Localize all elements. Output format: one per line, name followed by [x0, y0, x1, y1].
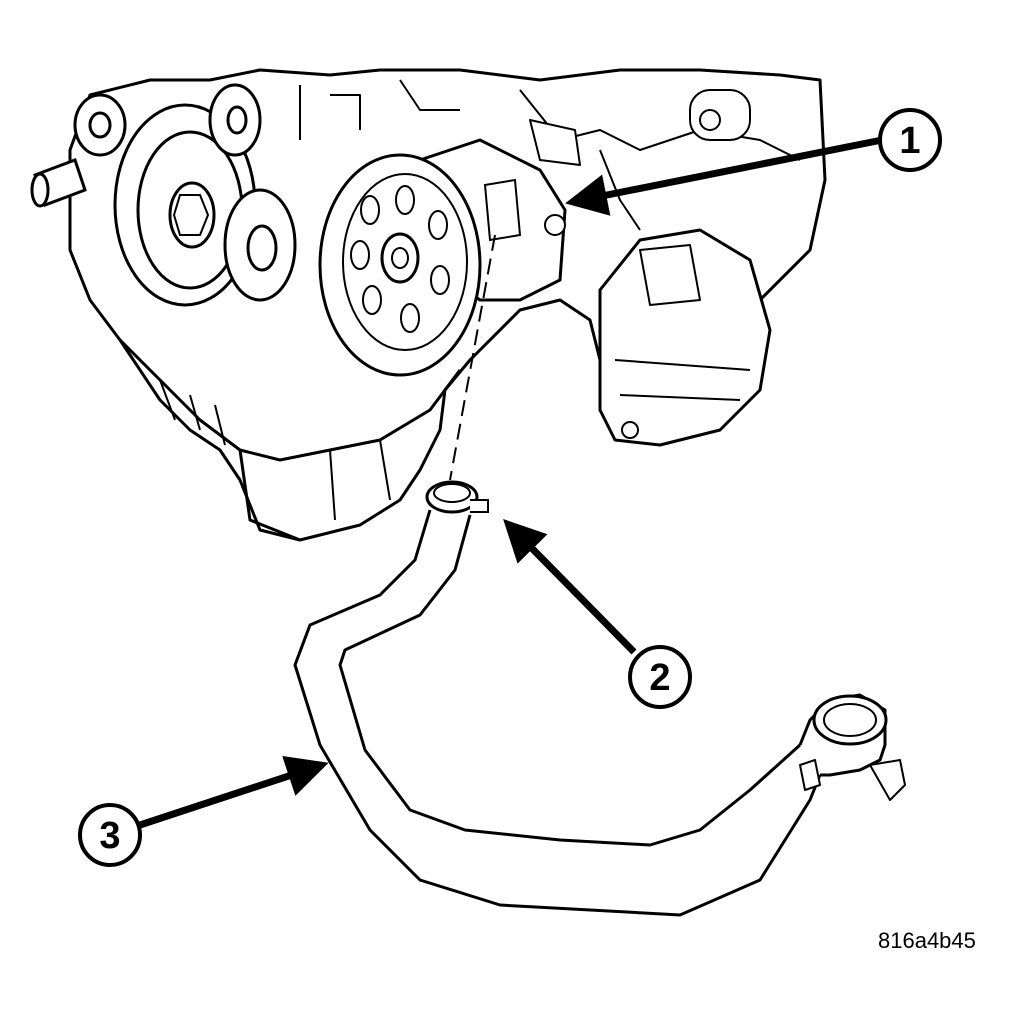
callout-circle-2	[628, 645, 692, 709]
callout-3: 3	[78, 803, 142, 867]
callout-arrow-3	[138, 756, 329, 829]
alignment-line	[449, 234, 496, 481]
callout-number-2: 2	[649, 657, 670, 699]
callout-number-1: 1	[899, 120, 920, 162]
callout-1: 1	[878, 108, 942, 172]
callout-2: 2	[628, 645, 692, 709]
hose	[293, 509, 906, 917]
hose-clamp	[425, 480, 489, 514]
callout-circle-3	[78, 803, 142, 867]
callout-circle-1	[878, 108, 942, 172]
callout-arrow-1	[565, 136, 883, 216]
coolant-outlet	[30, 158, 87, 208]
power-steering-pump	[318, 138, 567, 377]
idler-pulley	[73, 83, 297, 302]
callout-arrow-2	[503, 519, 637, 655]
figure-id: 816a4b45	[878, 928, 976, 953]
callout-number-3: 3	[99, 815, 120, 857]
